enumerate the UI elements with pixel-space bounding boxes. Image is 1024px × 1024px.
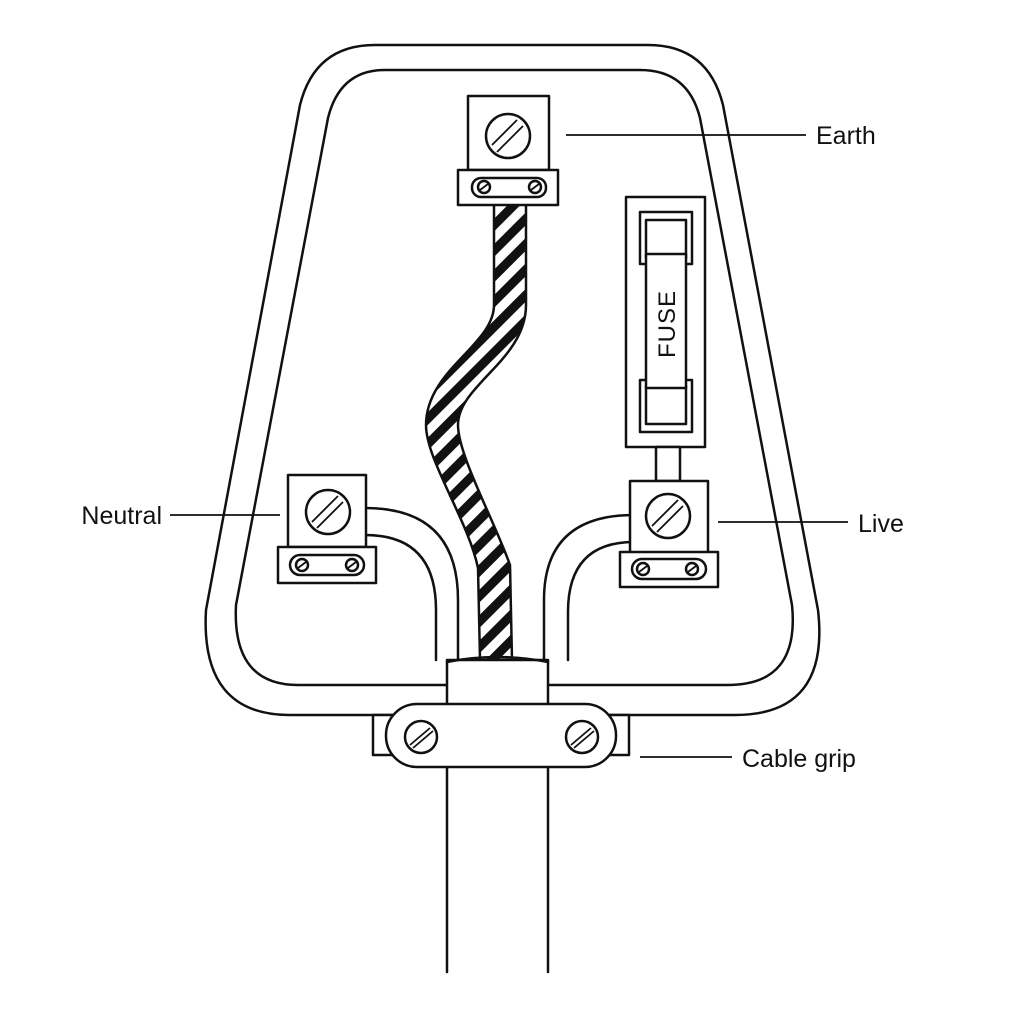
cable-sheath bbox=[445, 655, 550, 714]
earth-label: Earth bbox=[816, 122, 876, 150]
earth-wire bbox=[424, 198, 528, 662]
earth-terminal bbox=[456, 94, 560, 207]
live-screw bbox=[644, 492, 692, 540]
neutral-screw bbox=[304, 488, 352, 536]
live-terminal bbox=[618, 479, 720, 589]
cable-grip bbox=[371, 702, 631, 769]
fuse-label: FUSE bbox=[654, 290, 681, 358]
fuse-holder: FUSE bbox=[624, 195, 707, 483]
earth-screw bbox=[484, 112, 532, 160]
live-wire bbox=[542, 513, 636, 662]
fuse-link bbox=[654, 445, 682, 483]
leader-lines bbox=[170, 134, 848, 758]
plug-body bbox=[204, 43, 821, 717]
grip-screw-left bbox=[403, 719, 439, 755]
fuse bbox=[644, 252, 688, 390]
grip-screw-right bbox=[564, 719, 600, 755]
live-label: Live bbox=[858, 510, 904, 538]
cable-grip-label: Cable grip bbox=[742, 745, 856, 773]
neutral-terminal bbox=[276, 473, 378, 585]
neutral-label: Neutral bbox=[81, 502, 162, 530]
outer-cable bbox=[445, 763, 550, 974]
neutral-wire bbox=[363, 506, 460, 662]
